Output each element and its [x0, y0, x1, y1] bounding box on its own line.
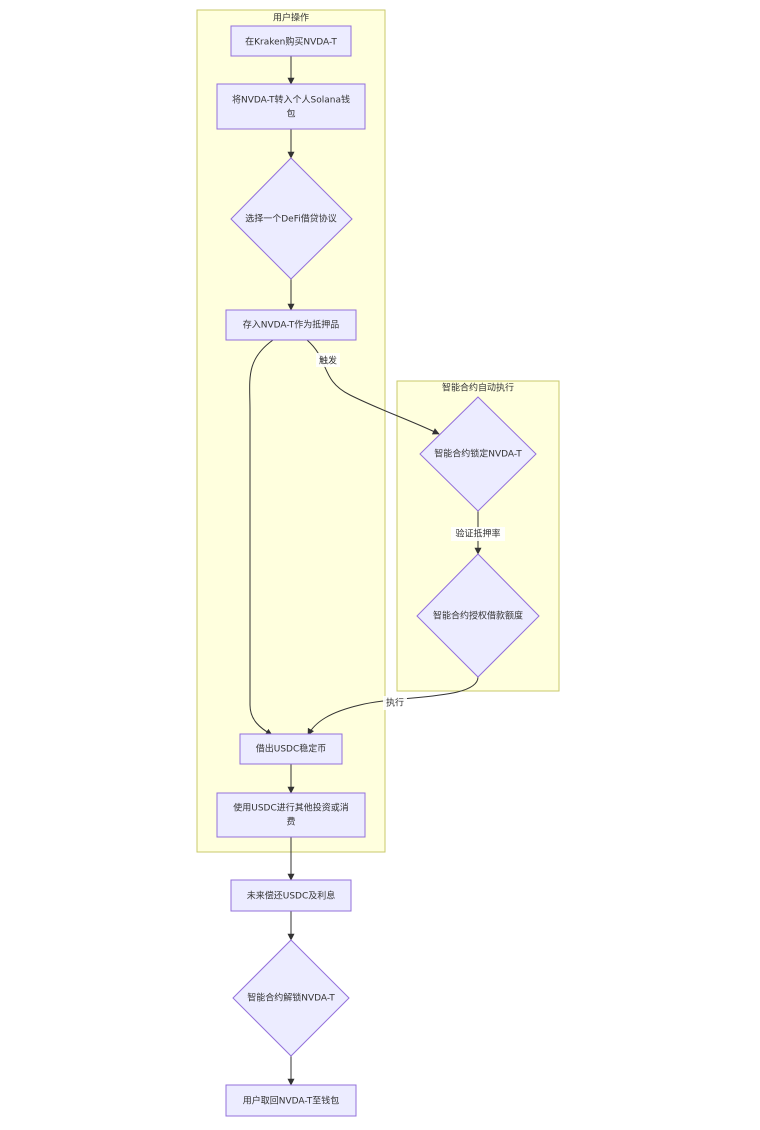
node-repay-usdc-box[interactable]: [230, 879, 352, 912]
edge-deposit-to-borrow: [249, 339, 274, 736]
node-buy-nvda-box[interactable]: [230, 25, 352, 57]
node-buy-nvda-label: 在Kraken购买NVDA-T: [245, 36, 337, 48]
node-lock-nvda-shape[interactable]: [419, 396, 537, 512]
edge-label-verify: 验证抵押率: [455, 528, 500, 540]
cluster-user-operations-label: 用户操作: [273, 12, 309, 24]
node-repay-usdc[interactable]: 未来偿还USDC及利息: [230, 879, 352, 912]
node-buy-nvda[interactable]: 在Kraken购买NVDA-T: [230, 25, 352, 57]
node-transfer-wallet-box[interactable]: [216, 83, 366, 130]
cluster-smart-contract-label: 智能合约自动执行: [442, 382, 514, 394]
node-choose-protocol-label: 选择一个DeFi借贷协议: [245, 213, 337, 225]
node-retrieve-nvda-box[interactable]: [225, 1084, 357, 1117]
node-choose-protocol-shape[interactable]: [230, 157, 353, 280]
node-unlock-nvda[interactable]: 智能合约解锁NVDA-T: [232, 939, 350, 1057]
node-borrow-usdc[interactable]: 借出USDC稳定币: [239, 733, 343, 765]
edge-label-trigger: 触发: [319, 355, 337, 367]
node-lock-nvda-label: 智能合约锁定NVDA-T: [434, 448, 522, 460]
node-transfer-wallet-label-line2: 包: [286, 108, 295, 120]
node-unlock-nvda-shape[interactable]: [232, 939, 350, 1057]
edge-authorize-to-borrow: [307, 676, 479, 736]
node-transfer-wallet[interactable]: 将NVDA-T转入个人Solana钱 包: [216, 83, 366, 130]
node-unlock-nvda-label: 智能合约解锁NVDA-T: [247, 992, 335, 1004]
node-deposit-collateral[interactable]: 存入NVDA-T作为抵押品: [225, 309, 357, 341]
node-deposit-collateral-box[interactable]: [225, 309, 357, 341]
edge-label-execute: 执行: [386, 697, 404, 709]
node-retrieve-nvda-label: 用户取回NVDA-T至钱包: [243, 1095, 340, 1107]
node-lock-nvda[interactable]: 智能合约锁定NVDA-T: [419, 396, 537, 512]
node-retrieve-nvda[interactable]: 用户取回NVDA-T至钱包: [225, 1084, 357, 1117]
node-choose-protocol[interactable]: 选择一个DeFi借贷协议: [230, 157, 353, 280]
node-borrow-usdc-box[interactable]: [239, 733, 343, 765]
edge-labels: 触发 验证抵押率 执行: [316, 353, 505, 710]
node-borrow-usdc-label: 借出USDC稳定币: [256, 743, 327, 755]
node-authorize-loan-label: 智能合约授权借款额度: [433, 610, 523, 622]
node-transfer-wallet-label-line1: 将NVDA-T转入个人Solana钱: [232, 94, 350, 106]
node-authorize-loan[interactable]: 智能合约授权借款额度: [416, 553, 540, 678]
node-use-usdc-box[interactable]: [216, 792, 366, 838]
node-use-usdc[interactable]: 使用USDC进行其他投资或消 费: [216, 792, 366, 838]
node-authorize-loan-shape[interactable]: [416, 553, 540, 678]
node-repay-usdc-label: 未来偿还USDC及利息: [247, 890, 336, 902]
node-use-usdc-label-line2: 费: [286, 816, 295, 828]
node-deposit-collateral-label: 存入NVDA-T作为抵押品: [243, 319, 340, 331]
node-use-usdc-label-line1: 使用USDC进行其他投资或消: [233, 802, 349, 814]
